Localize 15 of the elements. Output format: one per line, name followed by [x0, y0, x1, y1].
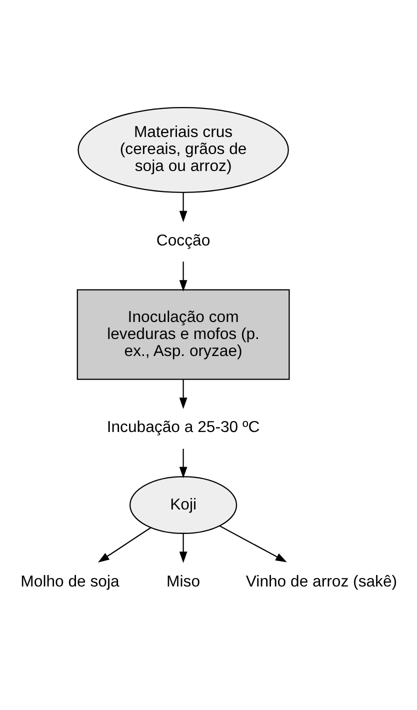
node-text: Incubação a 25-30 ºC [106, 419, 260, 436]
node-ellipse: Koji [130, 476, 238, 534]
node-box: Inoculação com leveduras e mofos (p. ex., Asp. oryzae) [76, 289, 290, 380]
arrow [179, 448, 188, 478]
node-text: Molho de soja [20, 573, 120, 590]
arrow [179, 380, 188, 409]
node-text: Miso [166, 573, 200, 590]
arrow [219, 525, 287, 562]
arrow [179, 262, 188, 292]
arrow [179, 534, 188, 563]
node-text: Cocção [156, 232, 210, 250]
arrow [179, 192, 188, 222]
node-ellipse: Materiais crus (cereais, grãos de soja ou arroz) [78, 106, 289, 193]
node-text: Vinho de arroz (sakê) [246, 573, 398, 590]
arrow [98, 527, 152, 563]
